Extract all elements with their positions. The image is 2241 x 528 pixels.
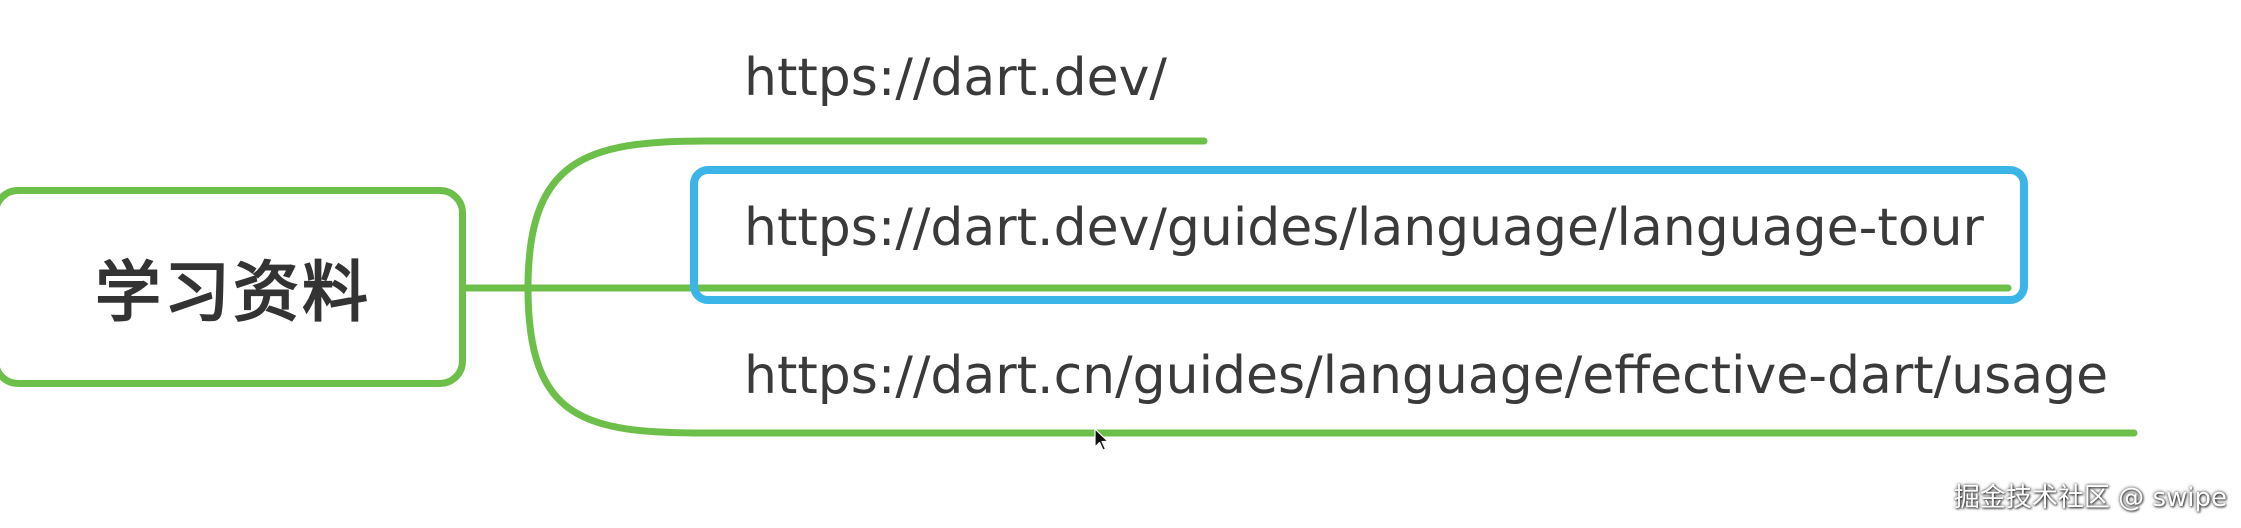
watermark: 掘金技术社区 @ swipe xyxy=(1953,483,2227,513)
link-dart-dev[interactable]: https://dart.dev/ xyxy=(744,48,1167,108)
mouse-pointer-icon xyxy=(1094,428,1109,451)
branch-line-1 xyxy=(524,137,1208,292)
root-node[interactable]: 学习资料 xyxy=(0,187,466,387)
highlight-box xyxy=(690,166,2028,304)
root-node-label: 学习资料 xyxy=(95,254,371,331)
link-language-tour[interactable]: https://dart.dev/guides/language/languag… xyxy=(744,198,1984,258)
link-effective-dart-usage[interactable]: https://dart.cn/guides/language/effectiv… xyxy=(744,346,2109,406)
branch-line-3 xyxy=(524,284,2138,437)
